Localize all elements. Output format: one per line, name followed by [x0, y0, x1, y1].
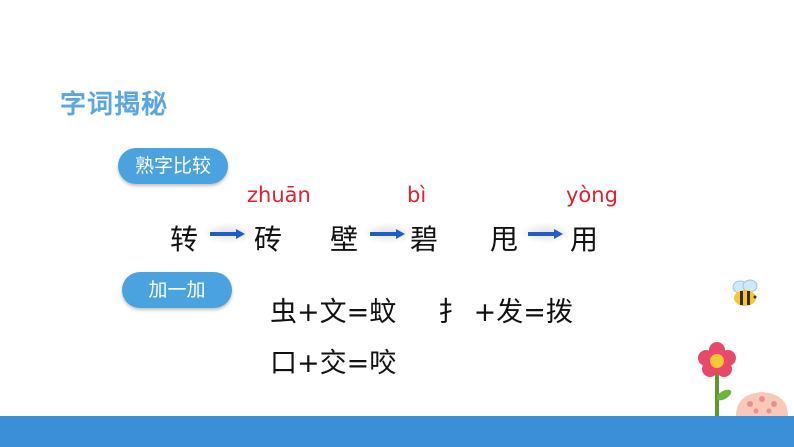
equation-wen: 虫+文=蚊: [270, 297, 397, 328]
pinyin-yong: yòng: [566, 183, 618, 207]
char-yong-new: 用: [570, 223, 599, 256]
flower-icon: [698, 342, 736, 420]
cake-icon: [736, 392, 788, 416]
char-zhuan-original: 转: [170, 223, 199, 256]
page-title: 字词揭秘: [60, 90, 169, 120]
pinyin-zhuan: zhuān: [247, 183, 311, 207]
equation-bo: 扌 +发=拨: [438, 297, 573, 328]
char-yong-original: 甩: [490, 223, 519, 256]
bee-icon: [732, 279, 758, 306]
char-zhuan-new: 砖: [254, 223, 283, 256]
pinyin-bi: bì: [407, 183, 427, 207]
bottom-bar: [0, 416, 794, 447]
char-bi-new: 碧: [410, 223, 439, 256]
compare-label-badge: 熟字比较: [118, 148, 228, 184]
add-label-badge: 加一加: [122, 272, 232, 308]
arrow-icon: [362, 222, 414, 244]
char-bi-original: 壁: [330, 223, 359, 256]
arrow-icon: [520, 222, 572, 244]
arrow-icon: [202, 222, 254, 244]
equation-yao: 口+交=咬: [270, 348, 397, 379]
